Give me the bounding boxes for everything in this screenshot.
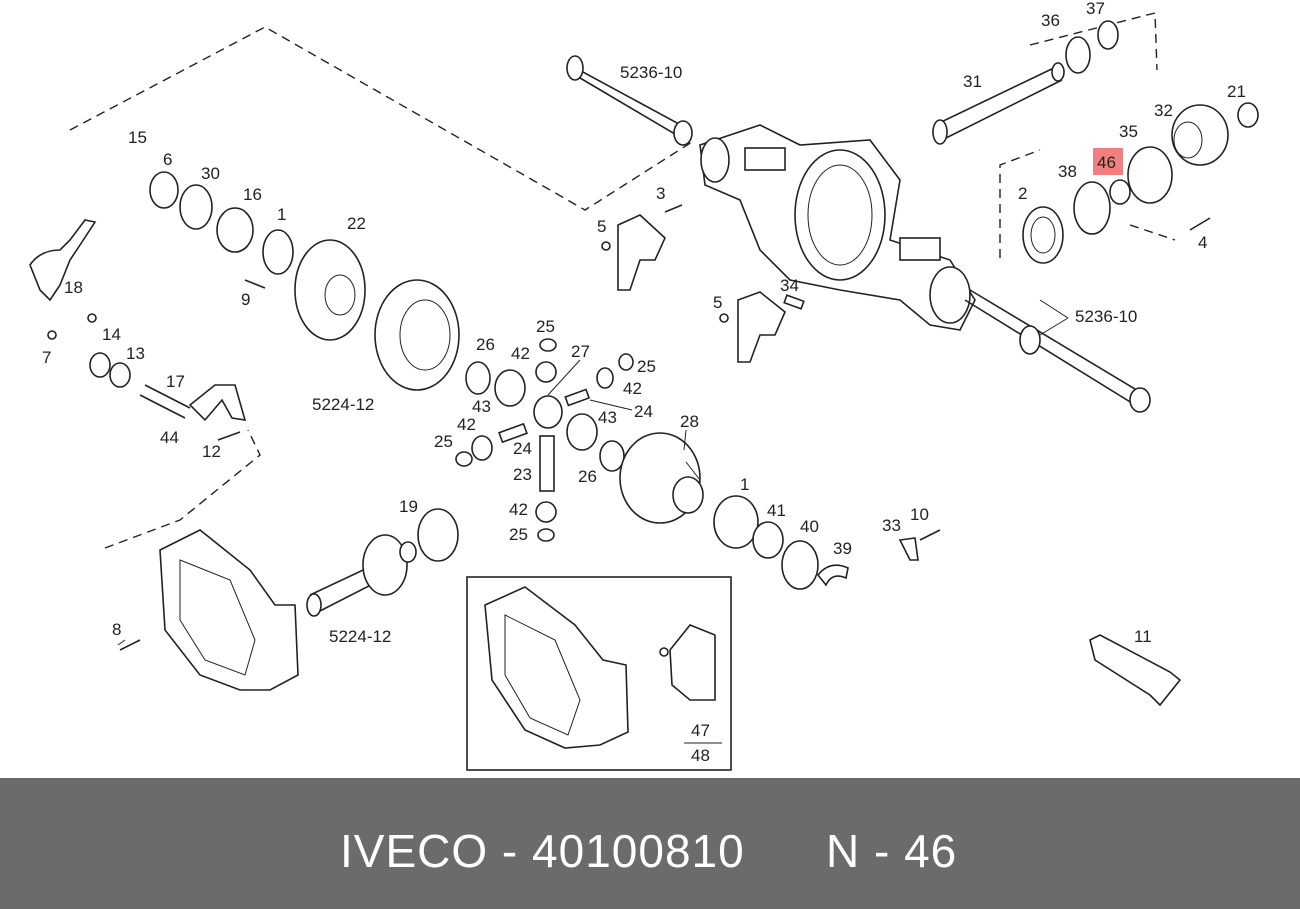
dashed-group-outline-right: [1029, 12, 1158, 71]
label-42-right: 42: [623, 379, 642, 398]
dashed-group-outline-top: [69, 26, 696, 211]
part-number-text: IVECO - 40100810: [340, 825, 745, 877]
label-23: 23: [513, 465, 532, 484]
label-25-top: 25: [536, 317, 555, 336]
highlight-box: [1093, 148, 1123, 175]
label-2: 2: [1018, 184, 1027, 203]
label-5-left: 5: [597, 217, 606, 236]
label-42-bottom: 42: [509, 500, 528, 519]
label-41: 41: [767, 501, 786, 520]
label-46-highlighted: 46: [1097, 153, 1116, 172]
label-18: 18: [64, 278, 83, 297]
label-39: 39: [833, 539, 852, 558]
label-42-left: 42: [457, 415, 476, 434]
label-34: 34: [780, 276, 799, 295]
footer-banner: IVECO - 40100810 N - 46: [0, 778, 1300, 909]
label-17: 17: [166, 372, 185, 391]
label-24-right: 24: [634, 402, 653, 421]
label-5-right: 5: [713, 293, 722, 312]
label-37: 37: [1086, 0, 1105, 18]
carrier-housing: [159, 529, 299, 691]
label-32: 32: [1154, 101, 1173, 120]
sealant-tube: [1089, 634, 1182, 707]
reference-text: N - 46: [826, 825, 958, 877]
diagram-svg: 15 6 30 16 1 22 9 18 14 7 13 17 44 12 52…: [29, 0, 1259, 771]
label-25-right: 25: [637, 357, 656, 376]
label-7: 7: [42, 348, 51, 367]
label-19: 19: [399, 497, 418, 516]
label-42-top: 42: [511, 344, 530, 363]
label-10: 10: [910, 505, 929, 524]
dashed-leader: [1129, 224, 1176, 241]
label-43-right: 43: [598, 408, 617, 427]
label-25-bottom: 25: [509, 525, 528, 544]
label-12: 12: [202, 442, 221, 461]
label-13: 13: [126, 344, 145, 363]
shift-fork-assembly: [29, 219, 247, 441]
label-5236-10-top: 5236-10: [620, 63, 682, 82]
label-40: 40: [800, 517, 819, 536]
shaft-31: [932, 62, 1065, 145]
label-5224-12-top: 5224-12: [312, 395, 374, 414]
label-26-bottom: 26: [578, 467, 597, 486]
rings-and-bearings: [89, 20, 1259, 590]
label-24-left: 24: [513, 439, 532, 458]
label-36: 36: [1041, 11, 1060, 30]
label-15: 15: [128, 128, 147, 147]
label-3: 3: [656, 184, 665, 203]
dashed-group-outline-mid: [999, 149, 1041, 258]
label-14: 14: [102, 325, 121, 344]
label-47: 47: [691, 721, 710, 740]
axle-shafts: [566, 55, 1151, 413]
label-38: 38: [1058, 162, 1077, 181]
axle-housing: [699, 124, 976, 331]
label-1: 1: [277, 205, 286, 224]
exploded-parts-diagram: 15 6 30 16 1 22 9 18 14 7 13 17 44 12 52…: [29, 0, 1259, 771]
label-11: 11: [1134, 627, 1152, 646]
label-30: 30: [201, 164, 220, 183]
label-48: 48: [691, 746, 710, 765]
label-26-top: 26: [476, 335, 495, 354]
inset-carrier-housing: [484, 586, 716, 749]
inset-frame: [466, 576, 732, 771]
label-44: 44: [160, 428, 179, 447]
label-6: 6: [163, 150, 172, 169]
bolts: [119, 204, 1211, 651]
crown-wheel-and-differential: [294, 239, 704, 524]
label-35: 35: [1119, 122, 1138, 141]
label-5236-10-bottom: 5236-10: [1075, 307, 1137, 326]
label-5224-12-bottom: 5224-12: [329, 627, 391, 646]
pinion-shaft: [306, 534, 417, 617]
label-33: 33: [882, 516, 901, 535]
label-22: 22: [347, 214, 366, 233]
label-1-lower: 1: [740, 475, 749, 494]
label-4: 4: [1198, 233, 1207, 252]
bearing-caps: [601, 214, 805, 363]
label-27: 27: [571, 342, 590, 361]
label-8: 8: [112, 620, 121, 639]
label-43-left: 43: [472, 397, 491, 416]
label-21: 21: [1227, 82, 1246, 101]
leader-lines: [117, 299, 1069, 646]
label-9: 9: [241, 290, 250, 309]
label-25-left: 25: [434, 432, 453, 451]
dashed-group-outline-left: [104, 429, 261, 549]
part-labels: 15 6 30 16 1 22 9 18 14 7 13 17 44 12 52…: [42, 0, 1246, 765]
label-16: 16: [243, 185, 262, 204]
label-28: 28: [680, 412, 699, 431]
label-31: 31: [963, 72, 982, 91]
